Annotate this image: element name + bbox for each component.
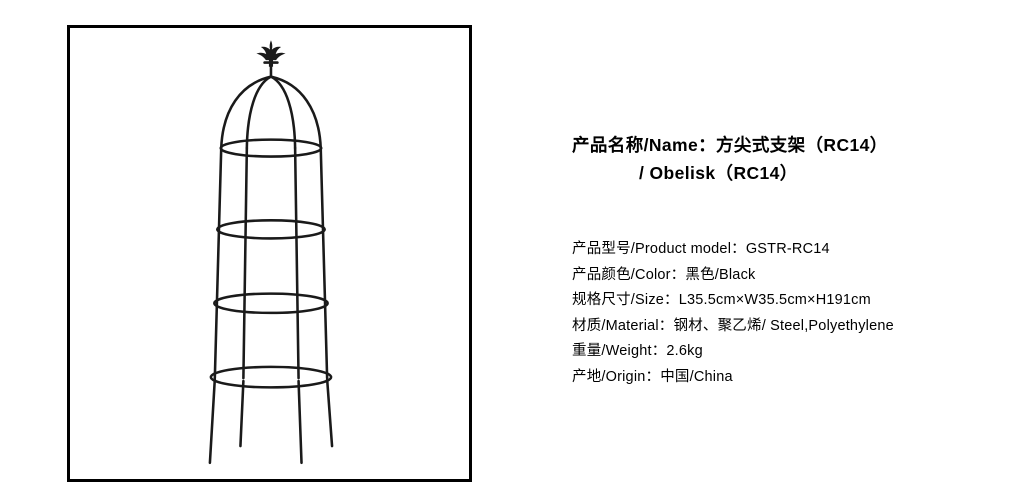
ring-third [213, 292, 329, 315]
ring-second [216, 219, 326, 240]
product-title-line-2: / Obelisk（RC14） [639, 163, 798, 183]
obelisk-trellis-illustration [208, 40, 334, 465]
ring-top [219, 138, 323, 158]
vertical-rods [213, 146, 329, 380]
spec-row-color: 产品颜色/Color：黑色/Black [572, 266, 756, 283]
fleur-de-lis-finial-icon [256, 40, 286, 67]
product-title-line-1: 产品名称/Name：方尖式支架（RC14） [572, 135, 888, 155]
spec-row-weight: 重量/Weight：2.6kg [572, 343, 703, 359]
spec-row-material: 材质/Material：钢材、聚乙烯/ Steel,Polyethylene [572, 317, 894, 334]
spec-row-origin: 产地/Origin：中国/China [572, 368, 733, 385]
legs [208, 377, 334, 465]
product-specification-panel: 产品名称/Name：方尖式支架（RC14） / Obelisk（RC14） 产品… [572, 131, 1012, 390]
product-image-frame [67, 25, 472, 482]
spec-row-product-model: 产品型号/Product model：GSTR-RC14 [572, 241, 830, 257]
product-title: 产品名称/Name：方尖式支架（RC14） / Obelisk（RC14） [572, 131, 1012, 187]
domed-top-ribs [219, 75, 323, 150]
spec-row-size: 规格尺寸/Size：L35.5cm×W35.5cm×H191cm [572, 292, 871, 308]
specification-list: 产品型号/Product model：GSTR-RC14 产品颜色/Color：… [572, 237, 1012, 390]
ring-bottom [209, 365, 333, 389]
